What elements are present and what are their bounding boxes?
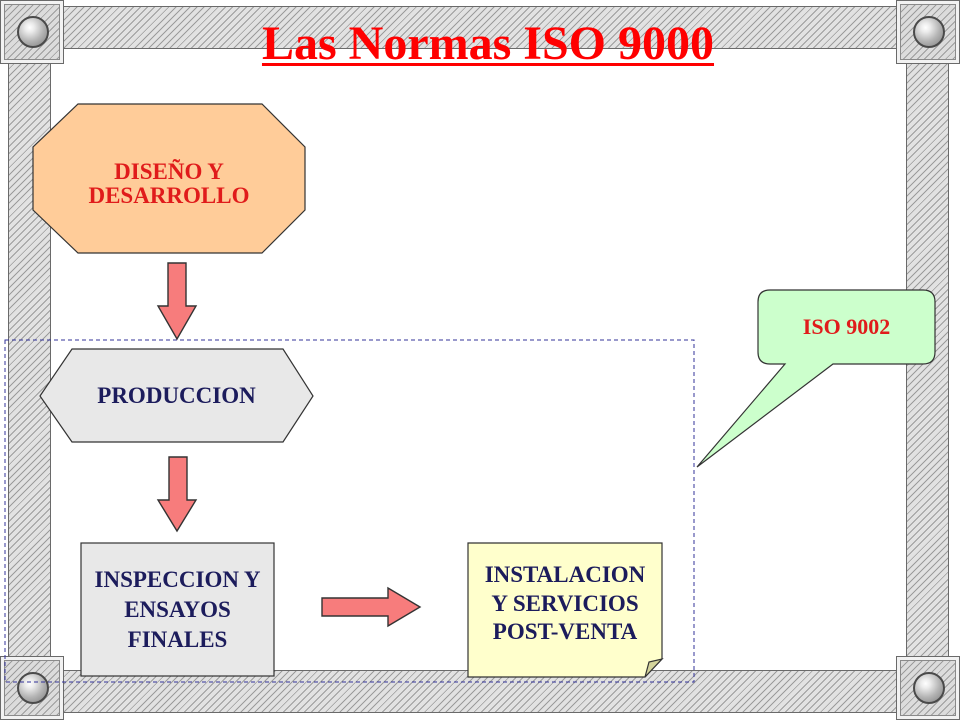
frame-corner-bottom-right [896,656,960,720]
frame-top-bar [61,6,899,49]
installation-label-line: Y SERVICIOS [491,590,639,616]
bolt-icon [17,672,49,704]
arrow-right-icon [321,586,422,628]
production-label: PRODUCCION [40,349,313,442]
frame-corner-top-right [896,0,960,64]
arrow-down-icon [156,456,198,533]
inspection-label-line: FINALES [127,626,228,652]
installation-note-fold [644,657,664,678]
design-octagon [32,103,306,254]
inspection-label: INSPECCION Y ENSAYOS FINALES [81,543,274,676]
frame-corner-top-left [0,0,64,64]
production-hexagon [39,348,314,443]
frame-corner-bottom-left [0,656,64,720]
inspection-label-line: INSPECCION Y [94,566,261,592]
bolt-icon [913,16,945,48]
arrow-down-icon [156,262,198,341]
installation-label-line: INSTALACION [484,562,646,588]
iso-9002-scope-dashed-box [4,339,695,683]
installation-label: INSTALACION Y SERVICIOS POST-VENTA [468,537,662,671]
callout-label: ISO 9002 [758,290,935,364]
inspection-box [80,542,275,677]
callout-label-text: ISO 9002 [802,314,891,339]
production-label-text: PRODUCCION [97,382,256,408]
iso-9002-callout [696,289,936,468]
inspection-label-line: ENSAYOS [124,596,231,622]
design-label-line: DESARROLLO [88,182,250,208]
bolt-icon [17,16,49,48]
installation-label-line: POST-VENTA [492,619,638,645]
slide-title: Las Normas ISO 9000 [261,17,715,70]
frame-left-bar [8,60,51,660]
bolt-icon [913,672,945,704]
design-label: DISEÑO Y DESARROLLO [33,109,305,258]
design-label-line: DISEÑO Y [114,158,224,184]
